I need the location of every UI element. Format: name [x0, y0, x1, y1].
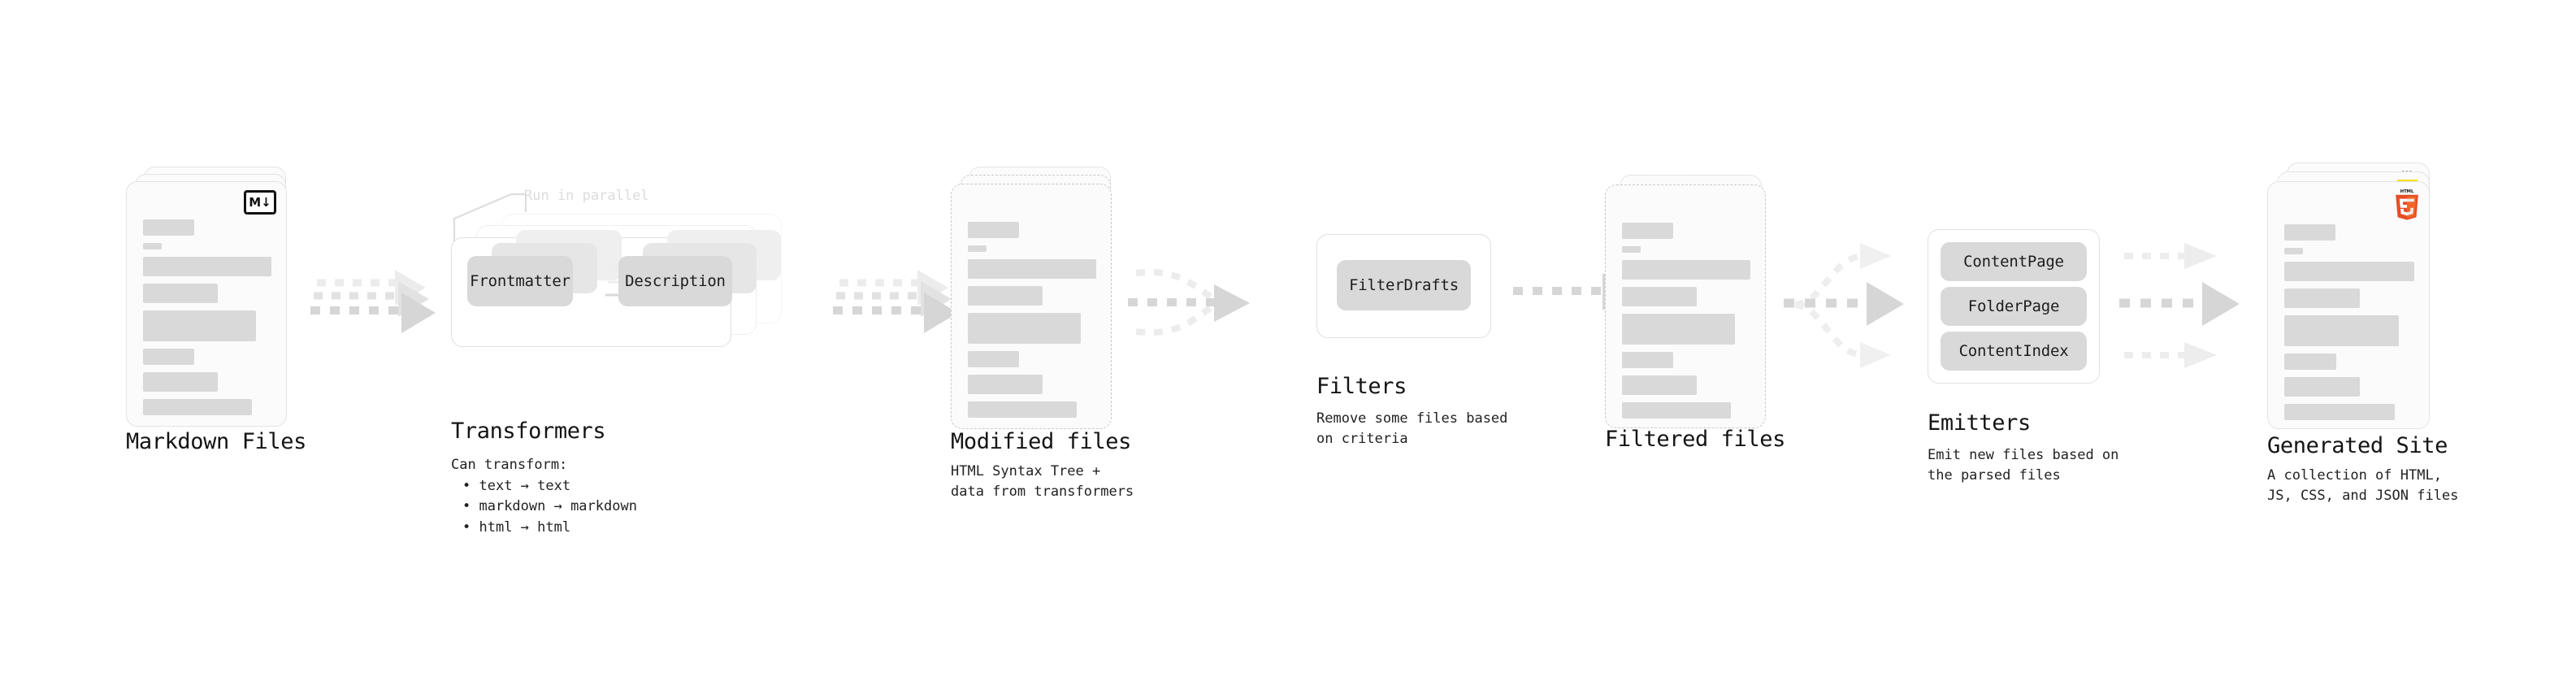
emitters-description: Emit new files based on the parsed files [1928, 447, 2119, 484]
modified-files-stack [951, 167, 1125, 431]
filters-group: FilterDrafts [1316, 234, 1491, 348]
transformers-group: Run in parallel Frontmatter [443, 188, 825, 366]
markdown-card-front: M↓ [126, 181, 287, 427]
html5-icon: HTML [2396, 189, 2418, 220]
arrow-emitters-to-site [2119, 232, 2262, 378]
markdown-files-title: Markdown Files [126, 429, 306, 454]
modified-card-front [951, 184, 1112, 429]
filtered-card-front [1605, 184, 1766, 428]
chip-folderpage[interactable]: FolderPage [1941, 287, 2087, 326]
chip-frontmatter[interactable]: Frontmatter [467, 256, 573, 306]
emitters-title: Emitters [1928, 410, 2031, 436]
generated-site-stack: CSS HTML [2267, 163, 2446, 431]
filtered-files-stack [1605, 175, 1780, 435]
markdown-icon: M↓ [244, 190, 276, 215]
transform-item: • text → text [462, 477, 571, 494]
filtered-files-title: Filtered files [1605, 427, 1785, 452]
arrow-filtered-to-emitters [1784, 232, 1926, 378]
chip-filterdrafts[interactable]: FilterDrafts [1337, 260, 1471, 310]
parallel-bracket-icon [453, 193, 527, 241]
file-content-lines [143, 219, 271, 423]
arrow-transformers-to-modified [833, 268, 963, 345]
chip-description[interactable]: Description [618, 256, 732, 306]
modified-files-description: HTML Syntax Tree + data from transformer… [951, 463, 1134, 500]
transform-item: • markdown → markdown [462, 498, 637, 514]
transformers-title: Transformers [451, 419, 606, 444]
filters-description: Remove some files based on criteria [1316, 410, 1508, 447]
filters-title: Filters [1316, 374, 1407, 399]
transform-item: • html → html [462, 518, 571, 536]
chip-contentpage[interactable]: ContentPage [1941, 242, 2087, 281]
run-in-parallel-label: Run in parallel [524, 188, 649, 204]
transform-html-label: html → html [479, 518, 571, 536]
svg-text:HTML: HTML [2400, 189, 2414, 194]
file-content-lines [1622, 223, 1750, 426]
chip-contentindex[interactable]: ContentIndex [1941, 332, 2087, 371]
generated-site-title: Generated Site [2267, 433, 2448, 458]
emitters-group: ContentPage FolderPage ContentIndex [1928, 229, 2100, 392]
arrow-markdown-to-transformers [310, 268, 440, 345]
modified-files-title: Modified files [951, 429, 1131, 454]
transform-text-label: text → text [479, 477, 571, 494]
transformers-description: Can transform: • text → text • markdown … [451, 455, 637, 538]
arrow-modified-to-filters [1128, 258, 1262, 356]
transform-markdown-label: markdown → markdown [479, 498, 637, 514]
markdown-files-stack: M↓ M↓ M↓ [126, 167, 301, 427]
file-content-lines [968, 222, 1096, 425]
can-transform-heading: Can transform: [451, 457, 568, 473]
generated-card-front: HTML [2267, 181, 2430, 429]
file-content-lines [2284, 224, 2414, 427]
generated-site-description: A collection of HTML, JS, CSS, and JSON … [2267, 467, 2459, 504]
